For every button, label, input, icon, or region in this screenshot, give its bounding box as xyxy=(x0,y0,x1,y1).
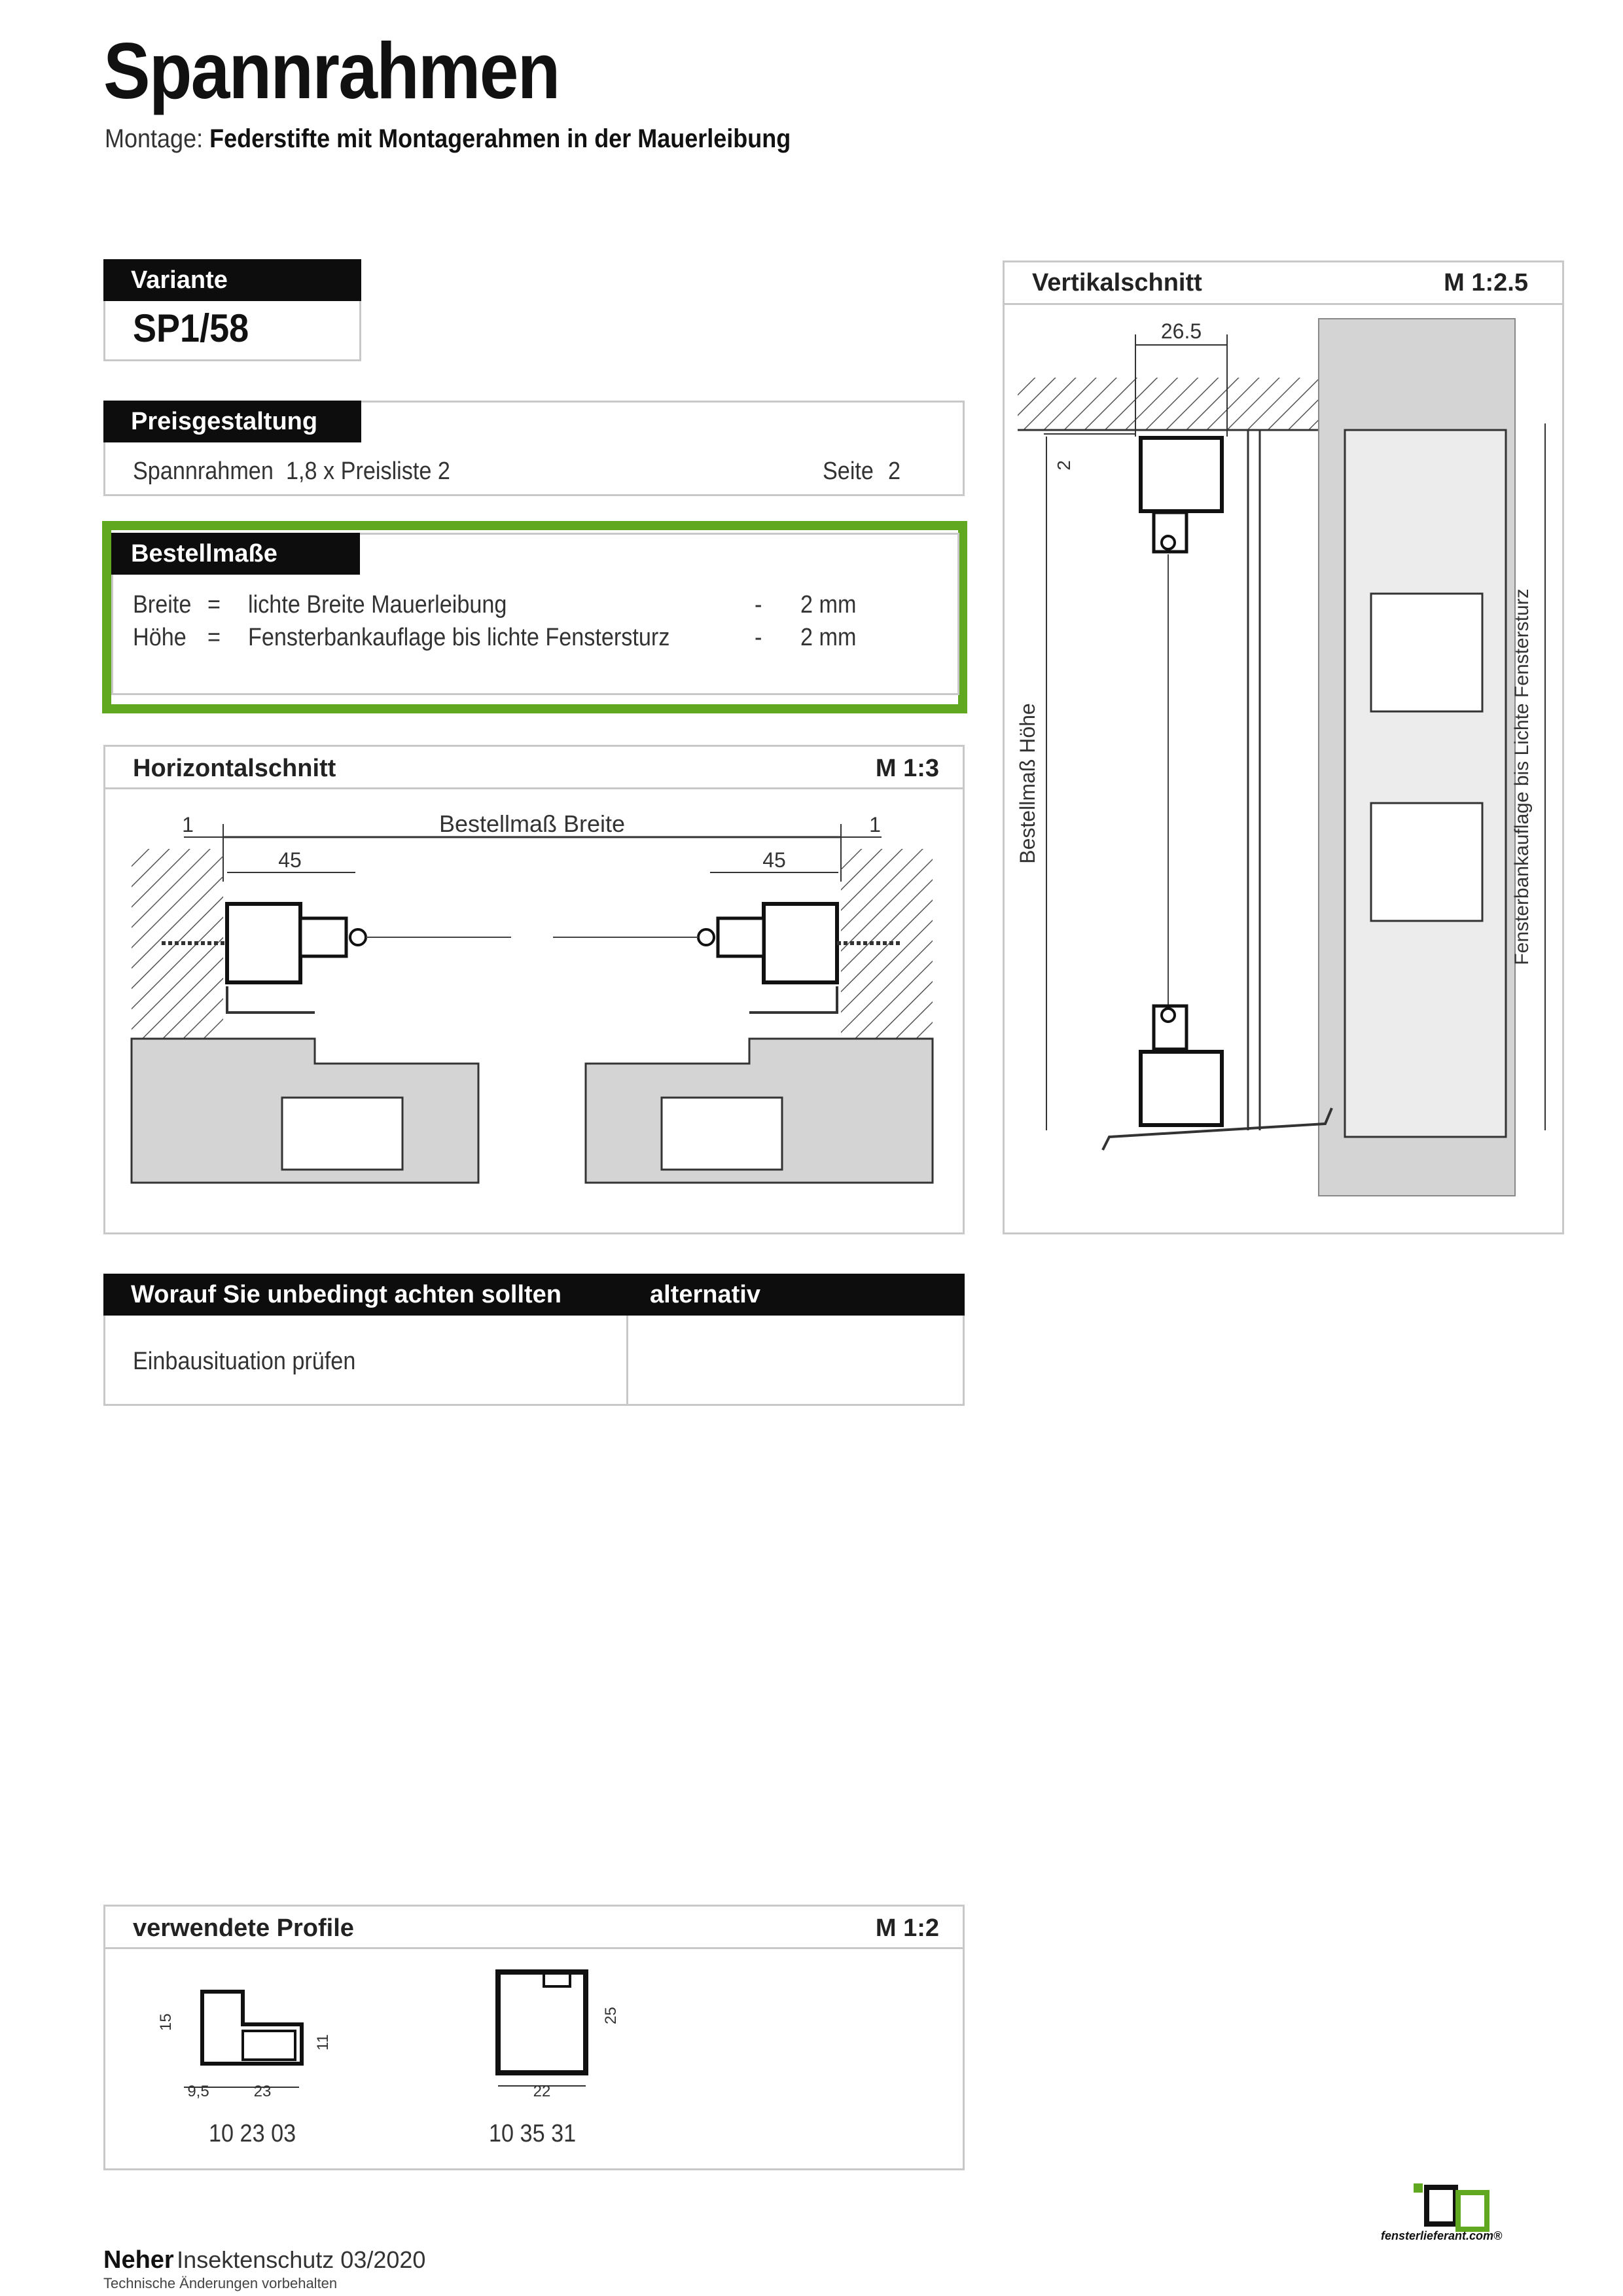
horizontal-title: Horizontalschnitt xyxy=(133,755,336,782)
vertikal-drawing: 26.5 2 Bestellmaß Höhe Fensterbankauflag… xyxy=(1016,318,1546,1196)
variante-value: SP1/58 xyxy=(133,306,249,350)
profile-1-dim-95: 9,5 xyxy=(187,2083,209,2100)
vertikal-label-right: Fensterbankauflage bis Lichte Fensterstu… xyxy=(1511,588,1533,965)
profile-drawing-1: 15 11 9,5 23 xyxy=(157,1990,332,2100)
bestell-row-1-eq: = xyxy=(207,591,221,619)
logo: fensterlieferant.com® xyxy=(1381,2179,1544,2251)
bestell-row-2-label: Höhe xyxy=(133,624,187,651)
vertikal-dim-265: 26.5 xyxy=(1161,319,1202,343)
variante-box: Variante SP1/58 xyxy=(103,259,361,361)
profile-1-dim-11: 11 xyxy=(314,2034,332,2051)
horizontal-drawing: Bestellmaß Breite 1 1 45 45 xyxy=(130,810,934,1184)
preis-seite-label: Seite xyxy=(823,457,874,485)
page-title: Spannrahmen xyxy=(103,26,560,115)
logo-mark-icon xyxy=(1414,2183,1489,2232)
bestell-row-2-minus: - xyxy=(755,624,762,651)
bestell-row-2-value: 2 mm xyxy=(800,624,857,651)
profile-panel: verwendete Profile M 1:2 15 11 9,5 23 25… xyxy=(103,1905,965,2170)
horizontal-dim-45-right: 45 xyxy=(762,848,786,872)
horizontal-dim-45-left: 45 xyxy=(278,848,302,872)
vertikal-dim-2: 2 xyxy=(1054,460,1074,471)
achten-item: Einbausituation prüfen xyxy=(133,1348,356,1375)
profile-1-id: 10 23 03 xyxy=(209,2120,296,2147)
profile-2-id: 10 35 31 xyxy=(489,2120,577,2147)
preis-item: Spannrahmen xyxy=(133,457,274,485)
horizontal-dim-1-right: 1 xyxy=(869,813,881,836)
preis-seite-value: 2 xyxy=(888,457,901,485)
bestell-row-1-desc: lichte Breite Mauerleibung xyxy=(248,591,507,619)
variante-header: Variante xyxy=(103,259,361,301)
montage-label: Montage: xyxy=(105,124,204,153)
profile-1-dim-23: 23 xyxy=(254,2083,272,2100)
bestell-box: Bestellmaße Breite = lichte Breite Mauer… xyxy=(111,533,959,695)
preis-formula: 1,8 x Preisliste 2 xyxy=(286,457,450,485)
achten-header: Worauf Sie unbedingt achten sollten xyxy=(103,1274,965,1316)
profile-drawing-2: 25 22 xyxy=(495,1969,620,2100)
horizontal-dim-breite: Bestellmaß Breite xyxy=(439,810,625,837)
footer-rest: Insektenschutz 03/2020 xyxy=(177,2246,426,2273)
footer-brand: Neher xyxy=(103,2246,174,2274)
profile-1-dim-15: 15 xyxy=(157,2013,175,2031)
bestell-header: Bestellmaße xyxy=(111,533,360,575)
logo-text: fensterlieferant.com® xyxy=(1381,2229,1503,2242)
footer-note: Technische Änderungen vorbehalten xyxy=(103,2275,338,2291)
achten-box: Worauf Sie unbedingt achten sollten alte… xyxy=(103,1274,965,1406)
montage-line: Montage: Federstifte mit Montagerahmen i… xyxy=(105,124,791,154)
preis-box: Preisgestaltung Spannrahmen 1,8 x Preisl… xyxy=(103,401,965,496)
montage-value: Federstifte mit Montagerahmen in der Mau… xyxy=(209,124,791,153)
bestell-row-1-value: 2 mm xyxy=(800,591,857,619)
alternativ-header: alternativ xyxy=(650,1281,760,1308)
bestell-row-2-eq: = xyxy=(207,624,221,651)
horizontal-scale: M 1:3 xyxy=(875,755,939,782)
vertikal-title: Vertikalschnitt xyxy=(1032,269,1202,296)
bestell-row-1-label: Breite xyxy=(133,591,192,619)
footer: Neher Insektenschutz 03/2020 xyxy=(103,2246,425,2274)
bestell-row-1-minus: - xyxy=(755,591,762,619)
preis-header: Preisgestaltung xyxy=(103,401,361,442)
vertikal-panel: Vertikalschnitt M 1:2.5 26.5 2 xyxy=(1003,260,1564,1234)
achten-header-label: Worauf Sie unbedingt achten sollten xyxy=(131,1281,562,1308)
bestell-row-2-desc: Fensterbankauflage bis lichte Fensterstu… xyxy=(248,624,670,651)
profile-title: verwendete Profile xyxy=(133,1914,354,1942)
bestell-highlight xyxy=(102,521,967,713)
profile-scale: M 1:2 xyxy=(875,1914,939,1942)
vertikal-scale: M 1:2.5 xyxy=(1444,269,1528,296)
horizontal-panel: Horizontalschnitt M 1:3 Bestellmaß Breit… xyxy=(103,745,965,1234)
profile-2-dim-25: 25 xyxy=(602,2007,620,2024)
vertikal-label-hoehe: Bestellmaß Höhe xyxy=(1016,703,1039,863)
horizontal-dim-1-left: 1 xyxy=(182,813,194,836)
